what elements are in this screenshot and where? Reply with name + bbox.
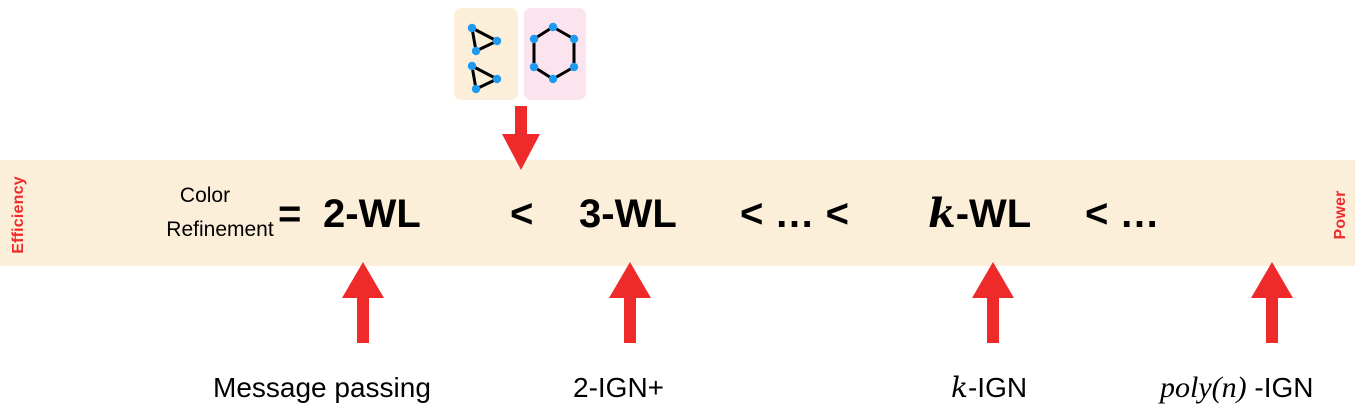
two-ign-plus-label: 2-IGN+ (573, 372, 665, 403)
efficiency-label: Efficiency (10, 176, 27, 254)
k-wl: k-WL (928, 190, 1031, 238)
poly-ign-label: poly(n) -IGN (1160, 370, 1314, 406)
red-arrow-up-icon (1251, 262, 1293, 343)
power-label: Power (1332, 190, 1349, 240)
hexagon-graph-icon (529, 22, 579, 84)
hierarchy-band (0, 160, 1355, 266)
red-arrow-up-icon (342, 262, 384, 343)
red-arrow-down-icon (502, 106, 540, 170)
poly-ign-suffix: -IGN (1246, 372, 1314, 403)
k-wl-suffix: -WL (955, 192, 1032, 236)
equals-sign: = (278, 192, 302, 236)
hexagon-thumbnail (524, 8, 586, 100)
k-symbol: k (928, 190, 956, 237)
color-refinement-line1: Color (179, 184, 231, 207)
less-than-ellipsis: < … (1085, 192, 1160, 236)
less-than-ellipsis-less-than: < … < (740, 192, 849, 236)
color-refinement-line2: Refinement (166, 218, 274, 241)
k-ign-label: k-IGN (951, 370, 1027, 406)
two-wl: 2-WL (323, 192, 421, 236)
triangle-pair-graph-icon (467, 23, 502, 94)
red-arrow-up-icon (609, 262, 651, 343)
k-ign-suffix: -IGN (967, 372, 1028, 403)
three-wl: 3-WL (579, 192, 677, 236)
k-ign-symbol: k (951, 371, 968, 404)
poly-n-text: poly(n) (1160, 371, 1247, 404)
less-than-1: < (510, 192, 534, 236)
red-arrow-up-icon (972, 262, 1014, 343)
message-passing-label: Message passing (213, 372, 431, 403)
two-triangles-thumbnail (454, 8, 518, 100)
